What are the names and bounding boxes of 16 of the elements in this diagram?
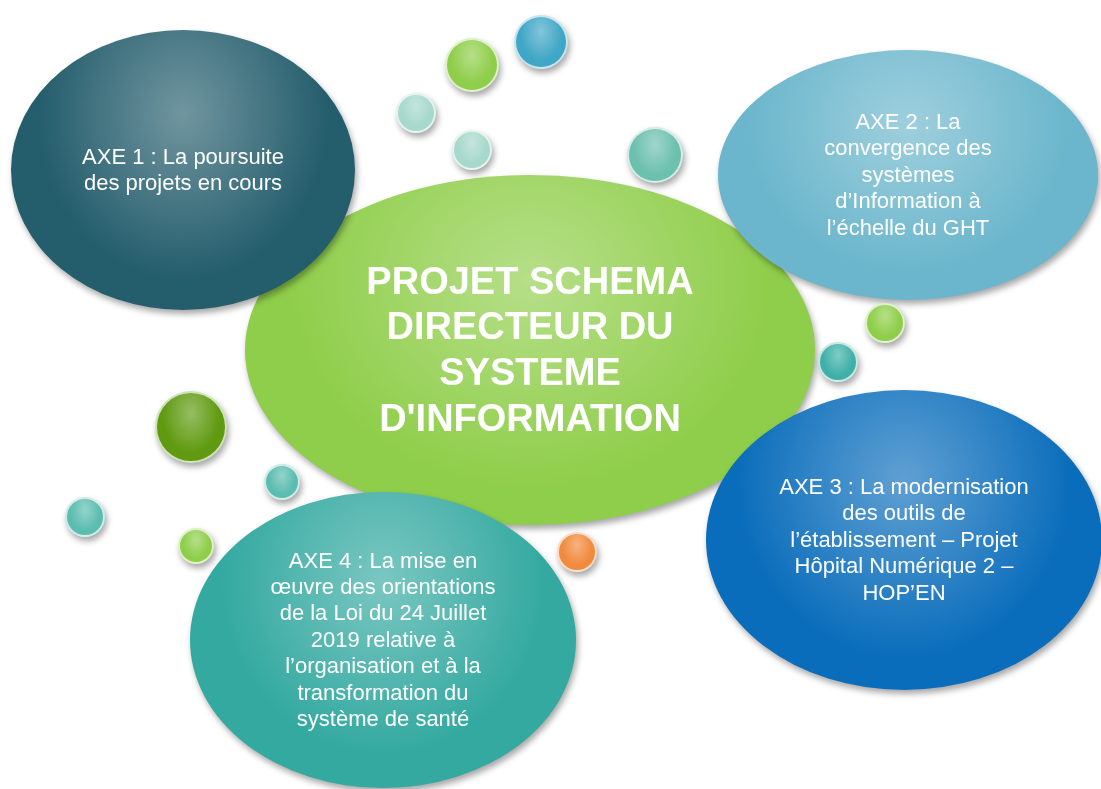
bubble-text: AXE 4 : La mise en œuvre des orientations de la Loi du 24 Juillet 2019 relative à l’organisation et à la transformation du système de santé [269,547,497,733]
decorative-bubble [557,532,597,572]
decorative-bubble [155,391,227,463]
decorative-bubble [178,528,214,564]
decorative-bubble [818,342,858,382]
title-text: PROJET SCHEMA DIRECTEUR DU SYSTEME D'INFORMATION [365,258,695,441]
decorative-bubble [627,127,683,183]
decorative-bubble [865,303,905,343]
decorative-bubble [445,38,499,92]
bubble-text: AXE 3 : La modernisation des outils de l’établissement – Projet Hôpital Numérique 2 – HOP’EN [778,474,1030,606]
bubble-text: AXE 2 : La convergence des systèmes d’Information à l’échelle du GHT [823,109,993,241]
decorative-bubble [65,497,105,537]
bubble-text: AXE 1 : La poursuite des projets en cours [81,143,285,197]
decorative-bubble [396,93,436,133]
decorative-bubble [514,15,568,69]
decorative-bubble [452,130,492,170]
